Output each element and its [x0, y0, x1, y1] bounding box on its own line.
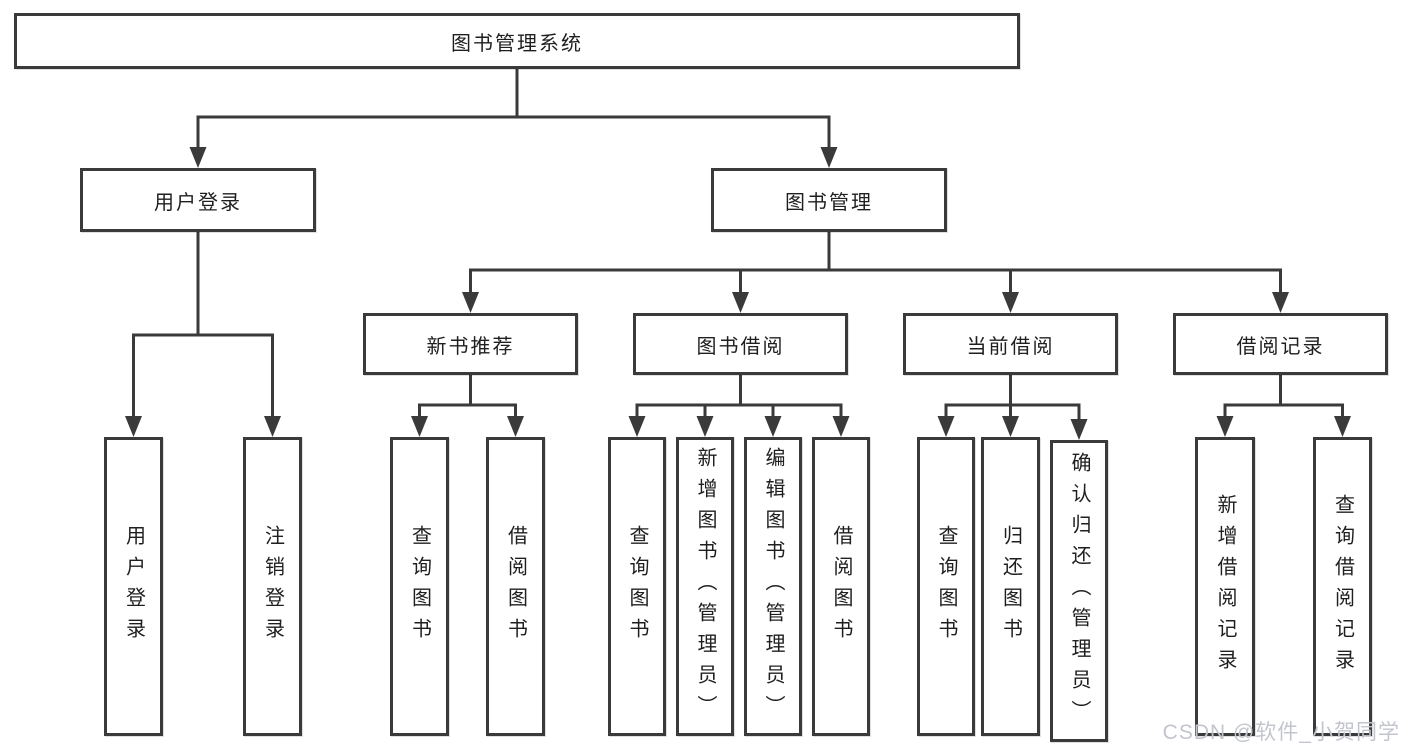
- node-label: 图书管理系统: [451, 32, 583, 55]
- node-label: 借阅图书: [830, 524, 852, 649]
- node-library-management-system: 图书管理系统: [14, 13, 1020, 69]
- node-label: 新增图书（管理员）: [694, 447, 716, 726]
- leaf-user-login: 用户登录: [104, 437, 163, 736]
- connector-user-login-children: [132, 232, 274, 419]
- node-label: 查询图书: [626, 524, 648, 649]
- node-label: 新增借阅记录: [1214, 493, 1236, 680]
- node-label: 编辑图书（管理员）: [762, 447, 784, 726]
- leaf-query-books: 查询图书: [917, 437, 975, 736]
- arrowhead: [732, 292, 749, 313]
- arrowhead: [1334, 416, 1351, 437]
- node-label: 注销登录: [261, 524, 284, 649]
- arrowhead: [696, 416, 714, 437]
- arrowhead: [628, 416, 646, 437]
- arrowhead: [1002, 292, 1019, 313]
- arrowhead: [1070, 419, 1088, 440]
- arrowhead: [764, 416, 782, 437]
- node-label: 确认归还（管理员）: [1068, 451, 1090, 731]
- node-new-book-recommend: 新书推荐: [363, 313, 578, 375]
- arrowhead: [820, 147, 838, 168]
- leaf-confirm-return-admin: 确认归还（管理员）: [1050, 440, 1108, 742]
- node-label: 当前借阅: [966, 335, 1055, 358]
- csdn-watermark: CSDN @软件_小贺同学: [1162, 721, 1400, 744]
- leaf-edit-book-admin: 编辑图书（管理员）: [744, 437, 802, 736]
- node-current-borrowing: 当前借阅: [903, 313, 1118, 375]
- leaf-query-books: 查询图书: [608, 437, 666, 736]
- leaf-add-book-admin: 新增图书（管理员）: [676, 437, 734, 736]
- leaf-add-borrow-record: 新增借阅记录: [1195, 437, 1255, 736]
- node-label: 借阅记录: [1236, 335, 1325, 358]
- node-label: 新书推荐: [426, 335, 515, 358]
- arrowhead: [462, 292, 479, 313]
- arrowhead: [1272, 292, 1289, 313]
- node-label: 图书借阅: [696, 335, 785, 358]
- arrowhead: [411, 416, 428, 437]
- node-label: 用户登录: [154, 191, 242, 214]
- node-label: 借阅图书: [504, 524, 527, 649]
- leaf-borrow-books: 借阅图书: [812, 437, 870, 736]
- node-label: 查询图书: [408, 524, 431, 649]
- node-borrowing-records: 借阅记录: [1173, 313, 1388, 375]
- connector-current-borrow-children: [944, 375, 1081, 421]
- arrowhead: [264, 416, 281, 437]
- leaf-return-book: 归还图书: [981, 437, 1040, 736]
- connector-book-borrow-children: [635, 375, 843, 419]
- arrowhead: [1002, 416, 1019, 437]
- leaf-borrow-books: 借阅图书: [486, 437, 545, 736]
- node-label: 归还图书: [999, 524, 1022, 649]
- node-label: 图书管理: [785, 191, 873, 214]
- leaf-logout: 注销登录: [243, 437, 302, 736]
- connector-book-mgmt-children: [469, 232, 1282, 295]
- node-label: 用户登录: [122, 524, 145, 649]
- connector-borrow-record-children: [1223, 375, 1344, 419]
- leaf-query-books: 查询图书: [390, 437, 449, 736]
- arrowhead: [125, 416, 142, 437]
- node-user-login: 用户登录: [80, 168, 316, 232]
- arrowhead: [1216, 416, 1234, 437]
- node-book-management: 图书管理: [711, 168, 947, 232]
- arrowhead: [189, 147, 207, 168]
- node-book-borrowing: 图书借阅: [633, 313, 848, 375]
- arrowhead: [937, 416, 955, 437]
- connector-new-book-rec-children: [418, 375, 517, 419]
- arrowhead: [832, 416, 850, 437]
- arrowhead: [507, 416, 524, 437]
- node-label: 查询图书: [935, 524, 957, 649]
- leaf-query-borrow-record: 查询借阅记录: [1313, 437, 1372, 736]
- node-label: 查询借阅记录: [1331, 493, 1354, 680]
- connector-root-to-level2: [196, 69, 831, 150]
